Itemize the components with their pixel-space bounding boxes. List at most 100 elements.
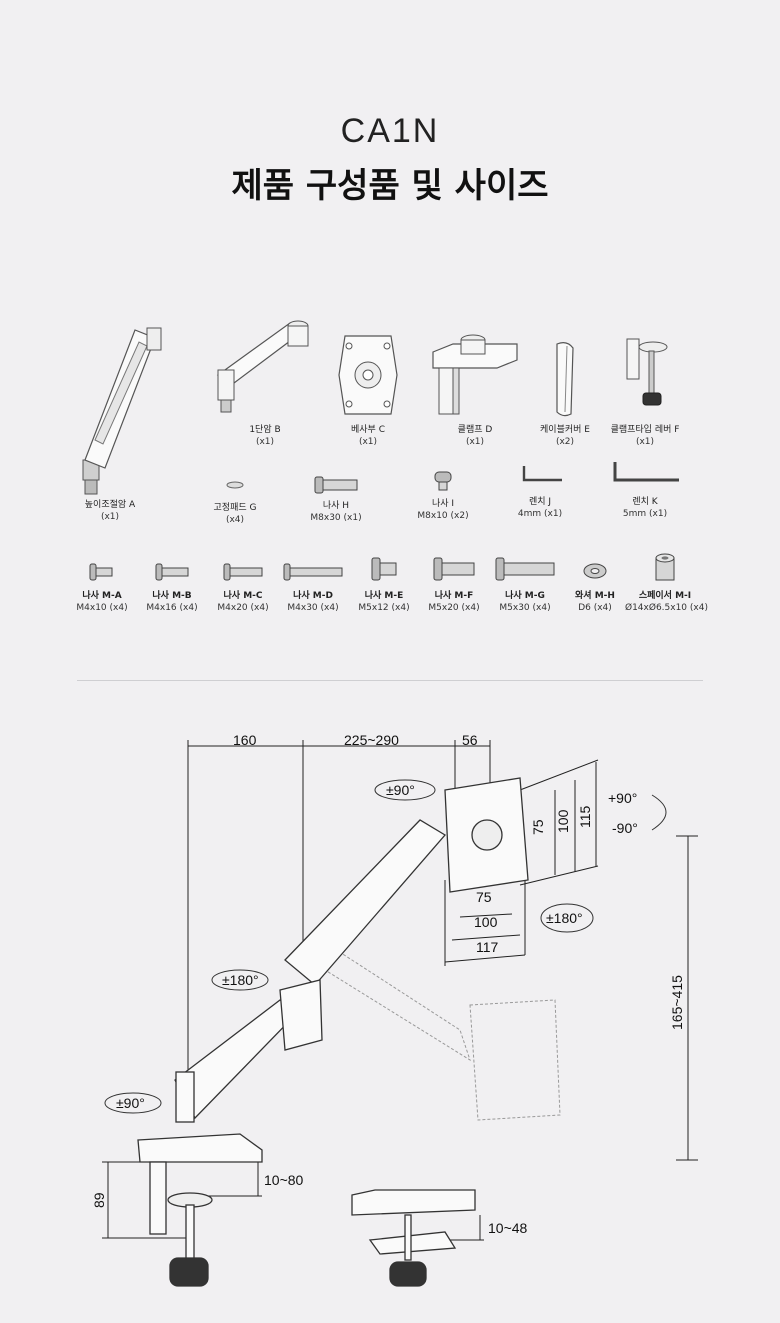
vesa-c-illustration <box>338 335 398 415</box>
part-m-i: 스페이서 M-I Ø14xØ6.5x10 (x4) <box>625 550 708 614</box>
part-k-qty: 5mm (x1) <box>622 509 668 519</box>
part-m-h-label: 와셔 M-H <box>575 591 615 601</box>
rotation-vesa: ±90° <box>386 782 415 798</box>
part-m-c: 나사 M-C M4x20 (x4) <box>213 558 273 614</box>
dim-vesa-75-h: 75 <box>530 819 546 835</box>
part-h-label: 나사 H <box>322 501 350 511</box>
pad-g-illustration <box>226 481 244 489</box>
part-m-g-label: 나사 M-G <box>505 591 545 601</box>
tilt-down: -90° <box>612 820 638 836</box>
cable-cover-e-illustration <box>556 342 574 417</box>
part-f-label: 클램프타입 레버 F <box>610 425 680 435</box>
rotation-head: ±180° <box>546 910 583 926</box>
part-m-i-label: 스페이서 M-I <box>638 591 692 601</box>
part-m-d: 나사 M-D M4x30 (x4) <box>280 558 346 614</box>
part-m-a-label: 나사 M-A <box>82 591 122 601</box>
screw-m-c-illustration <box>223 563 263 581</box>
dim-height: 165~415 <box>669 975 685 1030</box>
part-m-c-label: 나사 M-C <box>223 591 263 601</box>
part-m-f-label: 나사 M-F <box>434 591 474 601</box>
part-m-b-qty: M4x16 (x4) <box>146 603 198 613</box>
part-m-i-qty: Ø14xØ6.5x10 (x4) <box>625 603 708 613</box>
screw-m-e-illustration <box>371 557 397 581</box>
part-b: 1단암 B (x1) <box>210 315 320 448</box>
part-g: 고정패드 G (x4) <box>195 472 275 526</box>
dim-vesa-100-h: 100 <box>555 809 571 833</box>
part-m-d-label: 나사 M-D <box>293 591 333 601</box>
part-g-label: 고정패드 G <box>213 503 257 513</box>
part-i-qty: M8x10 (x2) <box>417 511 469 521</box>
part-i-label: 나사 I <box>431 499 455 509</box>
part-e-label: 케이블커버 E <box>540 425 590 435</box>
arm-b-illustration <box>216 320 309 413</box>
screw-m-f-illustration <box>433 557 475 581</box>
spacer-m-i-illustration <box>655 553 675 581</box>
page-title: 제품 구성품 및 사이즈 <box>231 166 549 206</box>
screw-m-b-illustration <box>155 563 189 581</box>
dim-grommet-10-48: 10~48 <box>488 1220 528 1236</box>
dim-vesa-117: 117 <box>476 939 499 955</box>
part-d-qty: (x1) <box>465 437 485 447</box>
part-f: 클램프타입 레버 F (x1) <box>605 333 685 448</box>
dim-vesa-75-w: 75 <box>476 889 492 905</box>
part-h-qty: M8x30 (x1) <box>310 513 362 523</box>
part-m-a-qty: M4x10 (x4) <box>76 603 128 613</box>
part-j: 렌치 J 4mm (x1) <box>500 462 580 520</box>
part-m-c-qty: M4x20 (x4) <box>217 603 269 613</box>
rotation-base: ±90° <box>116 1095 145 1111</box>
screw-m-d-illustration <box>283 563 343 581</box>
part-j-qty: 4mm (x1) <box>517 509 563 519</box>
part-d-label: 클램프 D <box>457 425 493 435</box>
wrench-k-illustration <box>613 462 679 482</box>
part-m-f: 나사 M-F M5x20 (x4) <box>423 552 485 614</box>
part-e: 케이블커버 E (x2) <box>530 338 600 448</box>
part-j-label: 렌치 J <box>528 497 552 507</box>
part-c-label: 베사부 C <box>351 425 385 435</box>
part-m-f-qty: M5x20 (x4) <box>428 603 480 613</box>
tilt-up: +90° <box>608 790 637 806</box>
screw-i-illustration <box>434 471 452 491</box>
part-a: 높이조절암 A (x1) <box>70 320 162 523</box>
wrench-j-illustration <box>522 466 562 482</box>
part-b-label: 1단암 B <box>249 425 281 435</box>
dim-clamp-10-80: 10~80 <box>264 1172 304 1188</box>
part-c: 베사부 C (x1) <box>333 330 403 448</box>
part-a-label: 높이조절암 A <box>84 500 136 510</box>
part-m-b: 나사 M-B M4x16 (x4) <box>143 558 201 614</box>
part-m-d-qty: M4x30 (x4) <box>287 603 339 613</box>
washer-m-h-illustration <box>583 563 607 579</box>
part-m-h: 와셔 M-H D6 (x4) <box>570 558 620 614</box>
part-a-qty: (x1) <box>100 512 120 522</box>
part-k-label: 렌치 K <box>632 497 658 507</box>
dim-vesa-115: 115 <box>577 805 593 828</box>
part-g-qty: (x4) <box>225 515 245 525</box>
part-m-g-qty: M5x30 (x4) <box>499 603 551 613</box>
part-m-e: 나사 M-E M5x12 (x4) <box>355 552 413 614</box>
part-f-qty: (x1) <box>635 437 655 447</box>
dim-56: 56 <box>462 732 478 748</box>
part-k: 렌치 K 5mm (x1) <box>605 458 685 520</box>
clamp-d-illustration <box>432 334 518 415</box>
section-divider <box>77 680 703 681</box>
part-m-h-qty: D6 (x4) <box>578 603 612 613</box>
dim-base-89: 89 <box>91 1192 107 1208</box>
part-m-b-label: 나사 M-B <box>152 591 192 601</box>
part-i: 나사 I M8x10 (x2) <box>400 468 486 522</box>
part-m-g: 나사 M-G M5x30 (x4) <box>490 552 560 614</box>
part-d: 클램프 D (x1) <box>425 330 525 448</box>
dimension-diagram: 160 225~290 56 ±90° 75 100 115 +90° -90°… <box>91 732 698 1287</box>
part-h: 나사 H M8x30 (x1) <box>293 474 379 524</box>
part-m-e-qty: M5x12 (x4) <box>358 603 410 613</box>
screw-m-a-illustration <box>89 563 113 581</box>
lever-f-illustration <box>626 338 668 406</box>
part-e-qty: (x2) <box>555 437 575 447</box>
screw-m-g-illustration <box>495 557 555 581</box>
rotation-mid: ±180° <box>222 972 259 988</box>
dim-vesa-100-w: 100 <box>474 914 498 930</box>
dim-160: 160 <box>233 732 257 748</box>
part-c-qty: (x1) <box>358 437 378 447</box>
part-m-e-label: 나사 M-E <box>364 591 404 601</box>
part-m-a: 나사 M-A M4x10 (x4) <box>73 558 131 614</box>
part-b-qty: (x1) <box>255 437 275 447</box>
screw-h-illustration <box>314 476 358 494</box>
